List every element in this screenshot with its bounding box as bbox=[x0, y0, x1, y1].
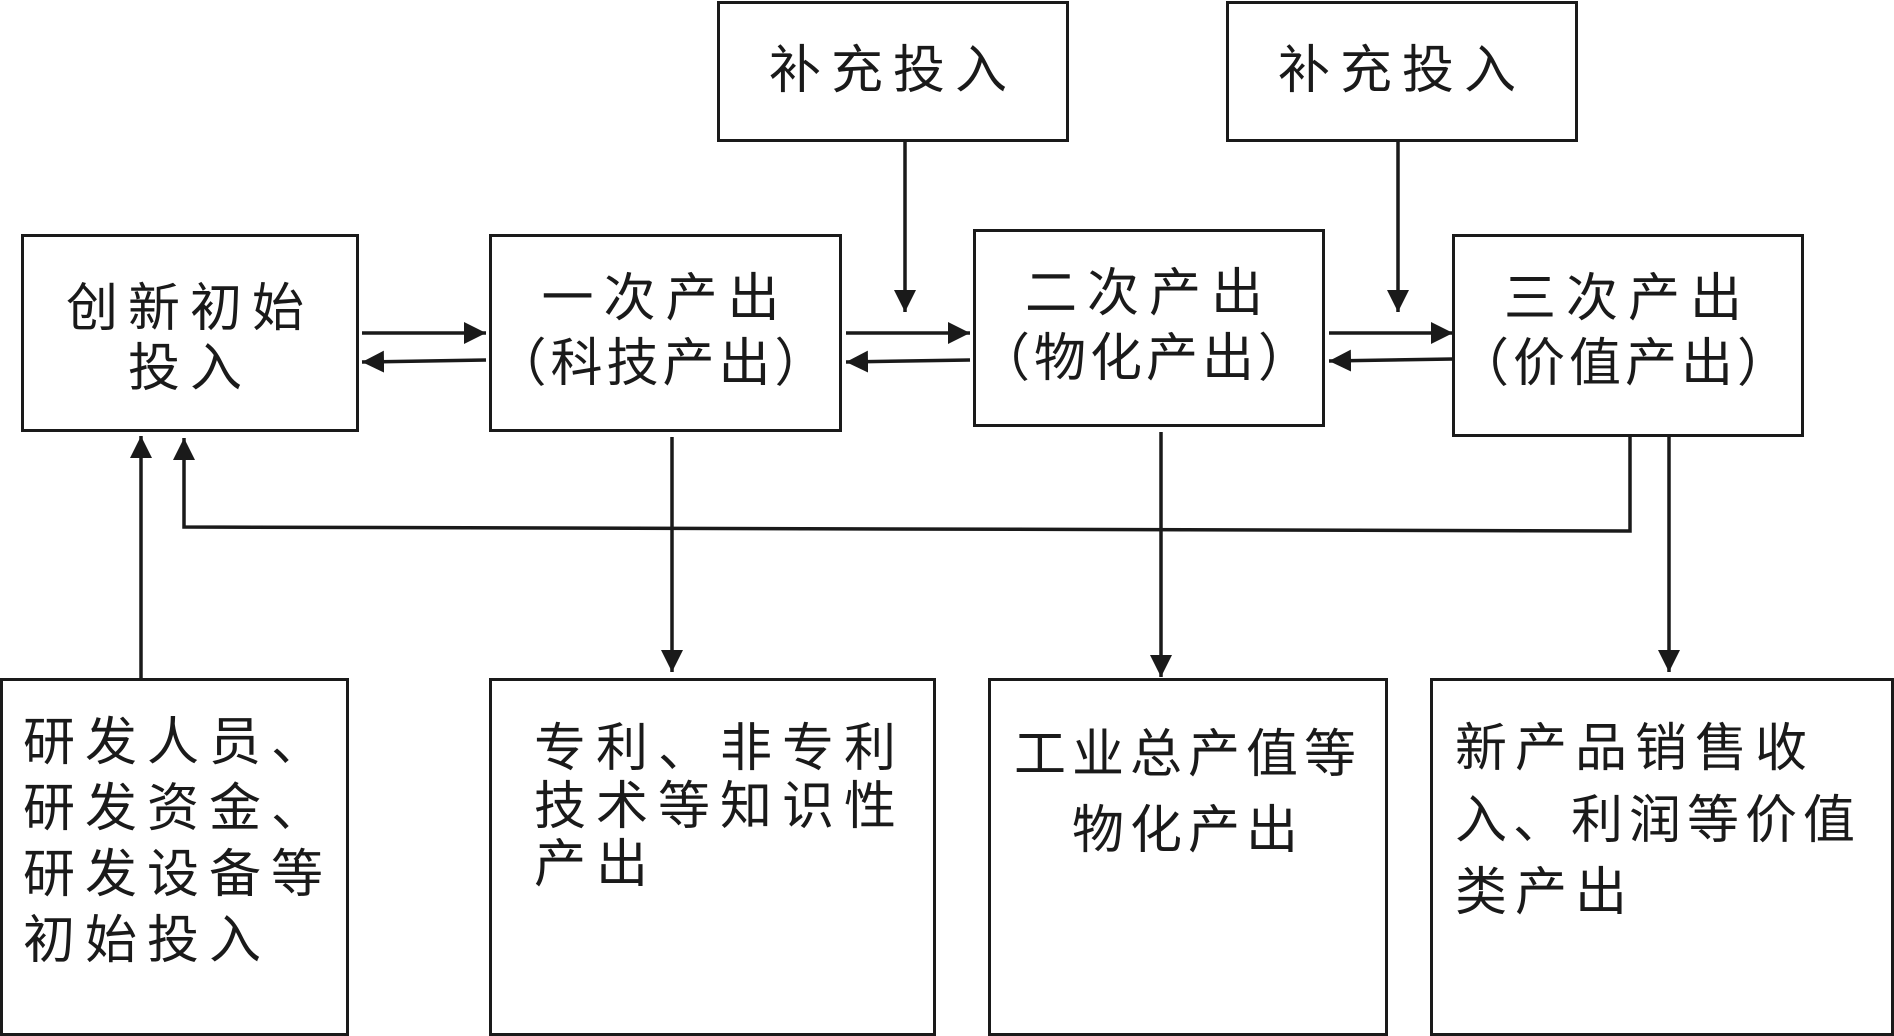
tertiary-output-line2: （价值产出） bbox=[1456, 334, 1793, 394]
tertiary-detail-box: 新产品销售收 入、利润等价值 类产出 bbox=[1430, 678, 1894, 1036]
input-detail-box: 研发人员、 研发资金、 研发设备等 初始投入 bbox=[0, 678, 349, 1036]
secondary-detail-line1: 工业总产值等 bbox=[1013, 725, 1362, 785]
primary-detail-box: 专利、非专利 技术等知识性 产出 bbox=[489, 678, 936, 1036]
input-detail-line1: 研发人员、 bbox=[23, 713, 334, 773]
secondary-output-line2: （物化产出） bbox=[977, 329, 1314, 389]
supplement-input-box-2: 补充投入 bbox=[1226, 1, 1578, 142]
primary-detail-line2: 技术等知识性 bbox=[534, 777, 907, 837]
secondary-output-box: 二次产出 （物化产出） bbox=[973, 229, 1325, 427]
primary-output-box: 一次产出 （科技产出） bbox=[489, 234, 842, 432]
secondary-detail-line2: 物化产出 bbox=[1071, 801, 1304, 861]
primary-output-line2: （科技产出） bbox=[494, 334, 831, 394]
primary-output-line1: 一次产出 bbox=[541, 269, 790, 329]
supplement-input-box-1: 补充投入 bbox=[717, 1, 1069, 142]
tertiary-detail-line3: 类产出 bbox=[1455, 863, 1636, 923]
supplement-input-label-2: 补充投入 bbox=[1277, 41, 1526, 101]
initial-input-line1: 创新初始 bbox=[65, 279, 314, 339]
input-detail-line3: 研发设备等 bbox=[23, 845, 334, 905]
initial-input-line2: 投入 bbox=[127, 339, 252, 399]
tertiary-detail-line2: 入、利润等价值 bbox=[1455, 791, 1862, 851]
tertiary-output-line1: 三次产出 bbox=[1503, 269, 1752, 329]
tertiary-output-box: 三次产出 （价值产出） bbox=[1452, 234, 1804, 437]
arrow-tertiary-feedback-to-initial bbox=[173, 437, 1632, 533]
secondary-output-line1: 二次产出 bbox=[1024, 264, 1273, 324]
primary-detail-line1: 专利、非专利 bbox=[534, 719, 907, 779]
supplement-input-label-1: 补充投入 bbox=[768, 41, 1017, 101]
arrow-primary-to-initial bbox=[361, 350, 487, 373]
input-detail-line2: 研发资金、 bbox=[23, 779, 334, 839]
arrow-tertiary-to-secondary bbox=[1328, 349, 1454, 372]
initial-input-box: 创新初始 投入 bbox=[21, 234, 359, 432]
arrow-secondary-to-primary bbox=[845, 350, 971, 373]
primary-detail-line3: 产出 bbox=[534, 835, 659, 895]
tertiary-detail-line1: 新产品销售收 bbox=[1455, 719, 1816, 779]
input-detail-line4: 初始投入 bbox=[23, 911, 272, 971]
secondary-detail-box: 工业总产值等 物化产出 bbox=[988, 678, 1388, 1036]
